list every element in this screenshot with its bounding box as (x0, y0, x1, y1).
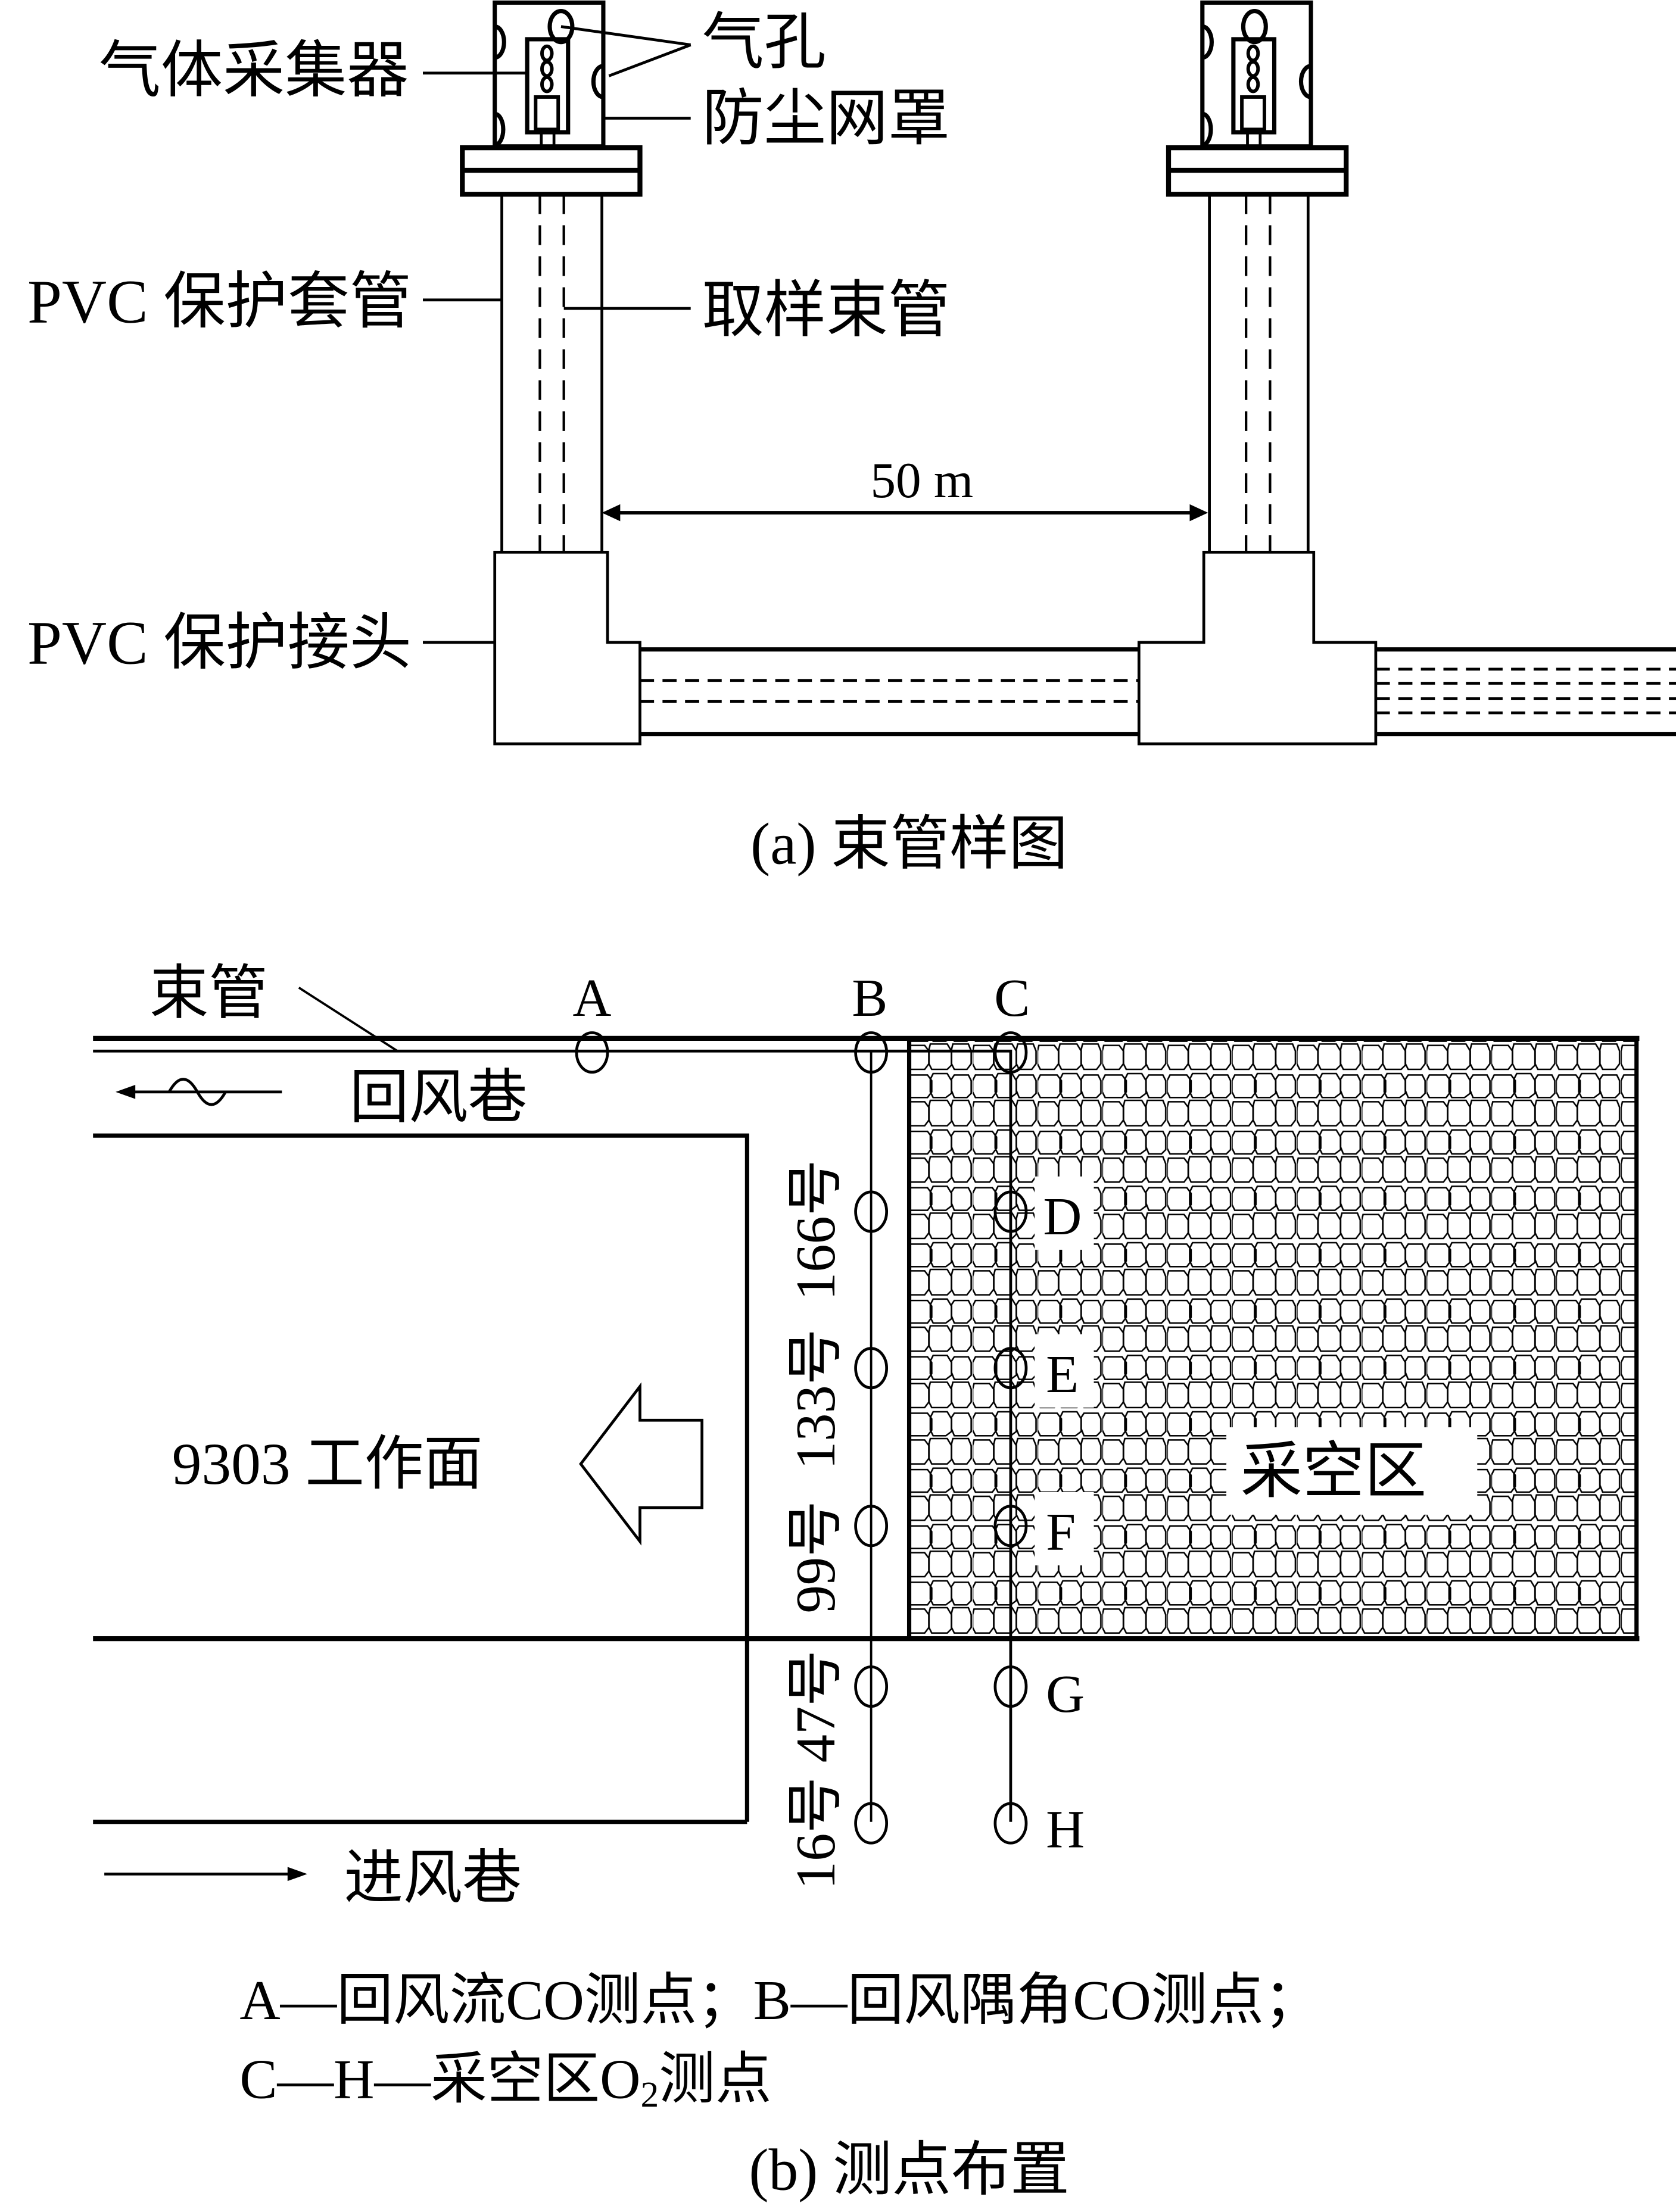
bundle-tube-leader (298, 987, 398, 1052)
arrow-left-icon (116, 1084, 136, 1099)
gas-collector-left (525, 37, 571, 135)
right-sampling-assembly (1137, 0, 1378, 745)
air-hole-icon (1241, 9, 1268, 45)
point-D-label: D (1043, 1187, 1082, 1246)
outgoing-tube-bundle (1375, 647, 1676, 737)
working-face-label: 9303 工作面 (172, 1431, 483, 1497)
support-133-marker (854, 1347, 889, 1390)
point-A-label: A (573, 969, 612, 1028)
distance-label: 50 m (870, 453, 973, 508)
arrow-right-icon (287, 1867, 307, 1882)
collector-bead-icon (540, 60, 554, 78)
measurement-points (575, 1031, 1028, 1845)
point-G-label: G (1046, 1665, 1085, 1724)
goaf-area (909, 1038, 1637, 1640)
pvc-joint-left (493, 551, 641, 745)
wave-icon (167, 1078, 227, 1106)
point-B-label: B (852, 969, 887, 1028)
gas-collector-right (1231, 37, 1277, 135)
point-F-marker (993, 1505, 1028, 1548)
goaf-label: 采空区 (1241, 1437, 1426, 1506)
bundle-tube-label: 束管 (149, 960, 268, 1026)
intake-airway-label: 进风巷 (344, 1845, 521, 1911)
figure-b: A B C D E F G H 采空区 束管 回风巷 进风巷 9303 工作面 … (93, 960, 1640, 2202)
air-hole-label: 气孔 (702, 8, 826, 77)
support-label-99: 99号 (785, 1500, 847, 1613)
point-G-marker (993, 1665, 1028, 1708)
point-E-label: E (1046, 1345, 1079, 1404)
air-hole-icon (1298, 64, 1311, 99)
collector-bead-icon (1246, 44, 1260, 63)
intake-airflow-arrow (104, 1867, 307, 1882)
point-C-marker (993, 1031, 1028, 1074)
support-label-133: 133号 (785, 1328, 847, 1470)
air-hole-icon (494, 24, 506, 60)
collector-bead-icon (1246, 75, 1260, 93)
air-hole-icon (547, 9, 575, 45)
support-label-166: 166号 (785, 1159, 847, 1300)
legend-line-2: C—H—采空区O2测点 (239, 2049, 771, 2115)
return-airway-label: 回风巷 (350, 1064, 527, 1130)
collector-bead-icon (540, 44, 554, 63)
advance-direction-arrow (579, 1382, 703, 1546)
collector-bead-icon (1246, 60, 1260, 78)
support-label-47: 47号 (785, 1650, 847, 1762)
support-166-marker (854, 1190, 889, 1233)
caption-b: (b) 测点布置 (749, 2136, 1069, 2202)
dust-cover-label: 防尘网罩 (702, 84, 951, 153)
return-airflow-arrow (116, 1078, 282, 1106)
air-hole-icon (1202, 111, 1213, 147)
pvc-sleeve-label: PVC 保护套管 (27, 267, 412, 336)
point-H-marker (993, 1802, 1028, 1845)
collector-bead-icon (540, 75, 554, 93)
left-sampling-assembly (460, 0, 643, 745)
air-hole-icon (494, 111, 506, 147)
collector-body (534, 95, 560, 132)
support-47-marker (854, 1665, 889, 1708)
pvc-joint-label: PVC 保护接头 (27, 608, 412, 677)
working-face-boundary (93, 1133, 749, 1822)
point-A-marker (575, 1031, 609, 1074)
point-E-marker (993, 1347, 1028, 1390)
arrow-right-icon (1189, 504, 1208, 522)
figure-a: 50 m 气体采集器 气孔 防尘网罩 PVC 保护套管 取样束管 PVC 保护接… (27, 0, 1676, 876)
gas-collector-label: 气体采集器 (99, 36, 409, 105)
point-C-label: C (994, 969, 1030, 1028)
point-D-marker (993, 1190, 1028, 1233)
caption-a: (a) 束管样图 (750, 810, 1068, 876)
sampling-tube-label: 取样束管 (702, 276, 951, 345)
support-16-marker (854, 1802, 889, 1845)
support-numbers: 16号 47号 99号 133号 166号 (785, 1159, 847, 1889)
bundle-tube (93, 1049, 1013, 1822)
distance-dimension: 50 m (602, 453, 1208, 522)
collector-body (1240, 95, 1266, 132)
arrow-left-icon (602, 504, 621, 522)
pvc-joint-right (1137, 551, 1378, 745)
point-B-marker (854, 1031, 889, 1074)
horizontal-tube (640, 647, 1139, 737)
air-hole-icon (1202, 24, 1214, 60)
air-hole-icon (591, 64, 604, 99)
support-99-marker (854, 1505, 889, 1548)
point-H-label: H (1046, 1800, 1085, 1859)
legend-line-1: A—回风流CO测点；B—回风隅角CO测点； (239, 1970, 1320, 2032)
point-F-label: F (1046, 1503, 1076, 1562)
support-label-16: 16号 (785, 1777, 847, 1889)
